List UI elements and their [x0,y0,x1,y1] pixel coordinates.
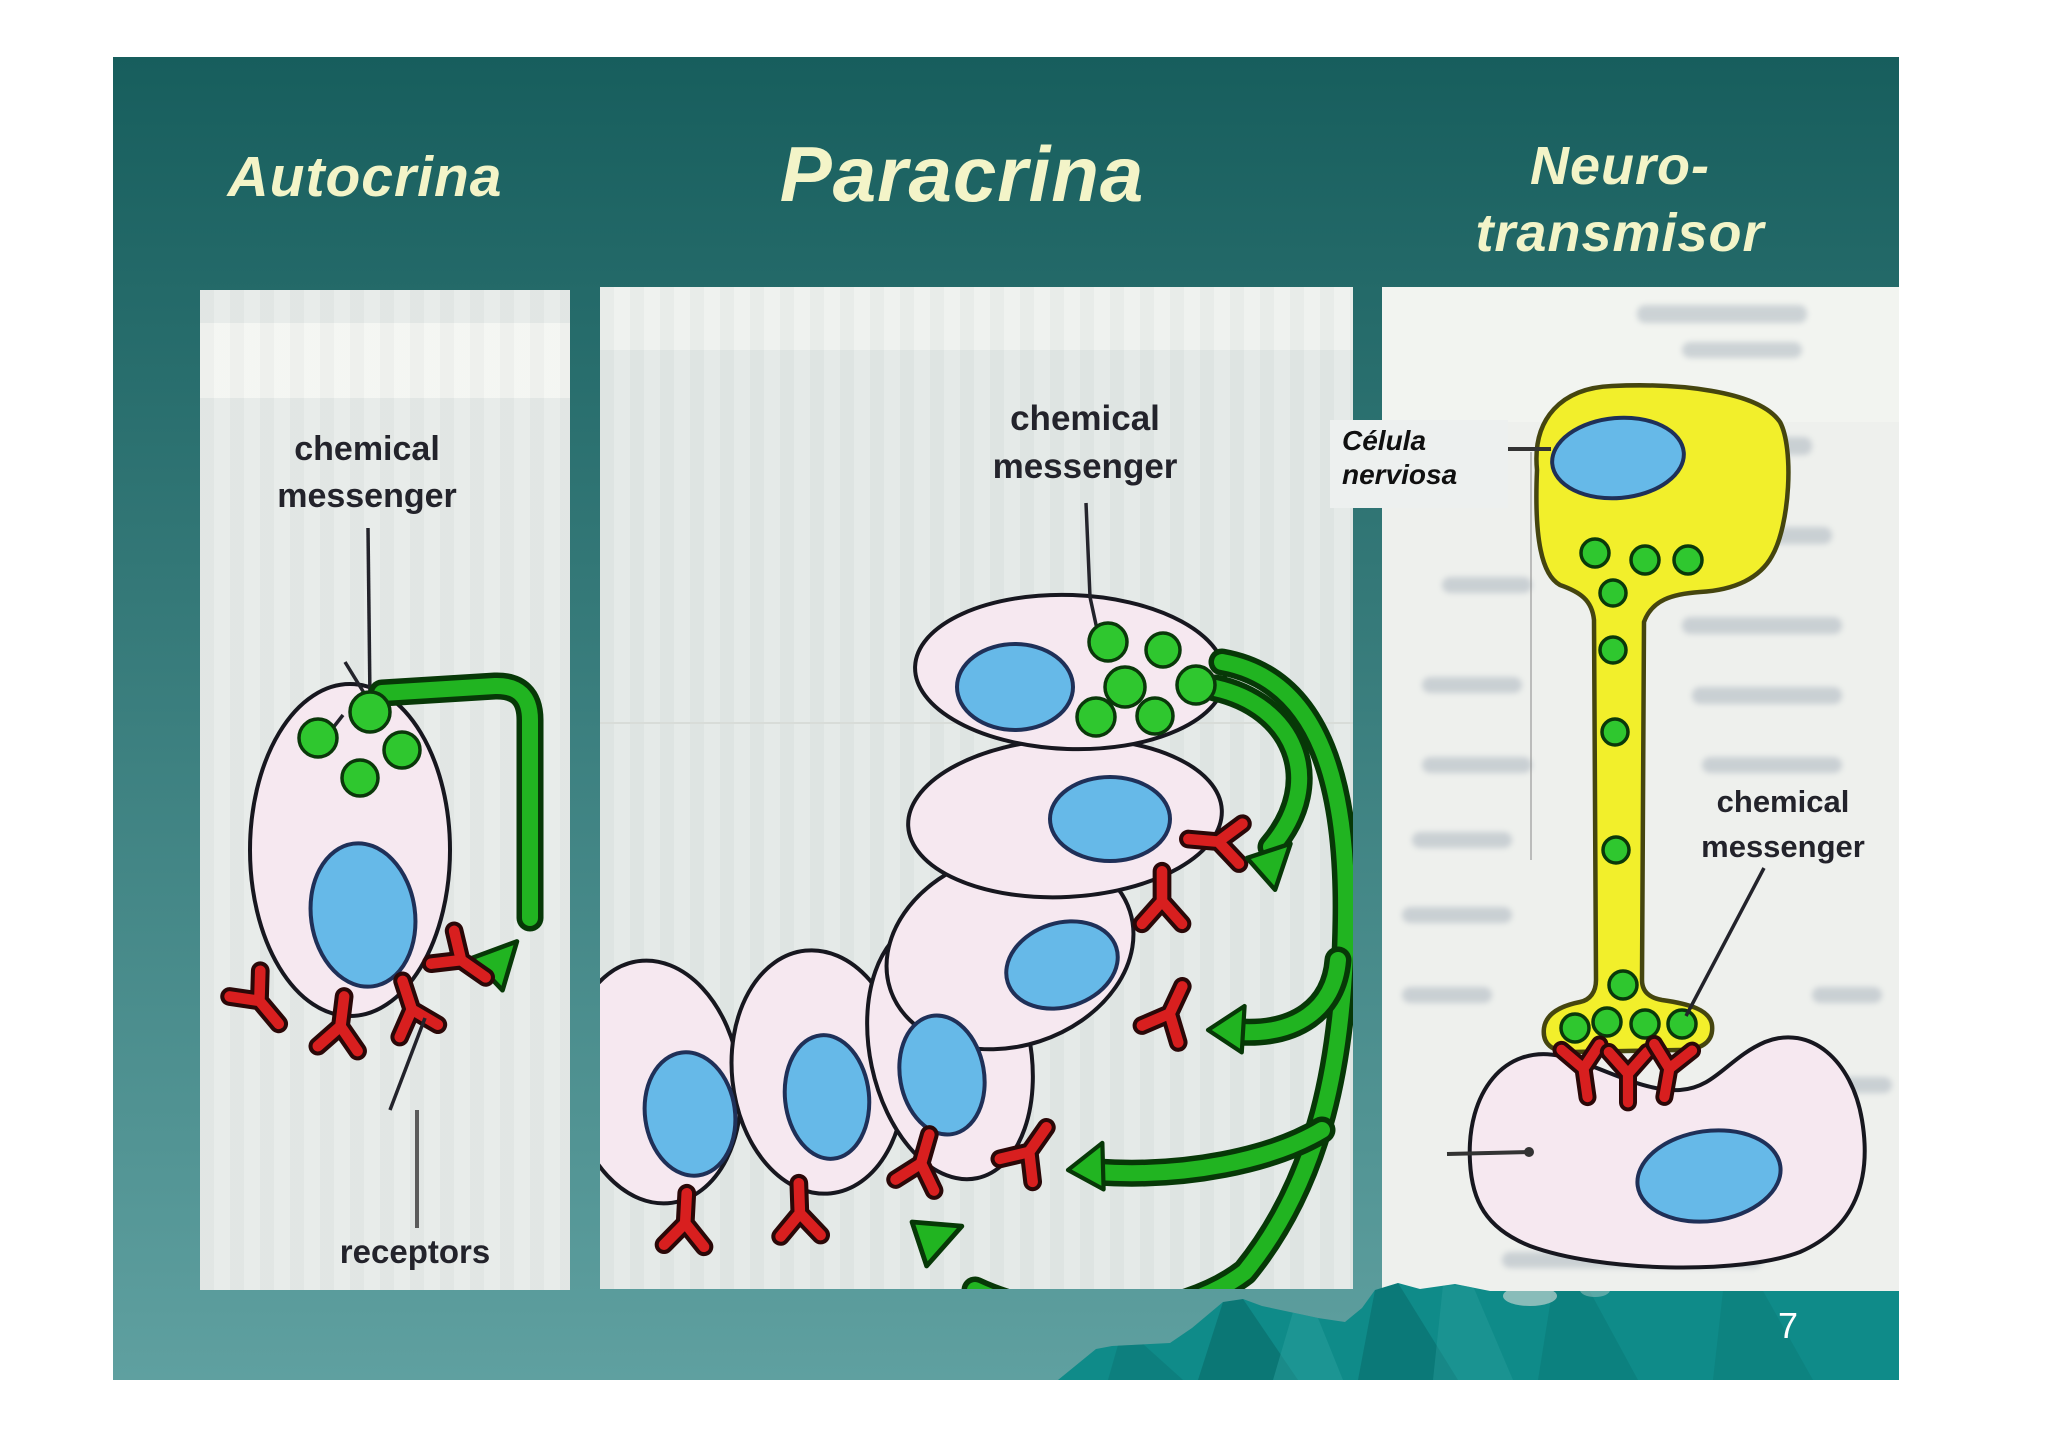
vesicle-icon [1598,635,1628,665]
arrowhead-icon [1207,1006,1247,1054]
panel-autocrine: chemical messenger receptors [200,290,570,1290]
annotation-pointer-line [1508,447,1551,451]
vesicle-icon [1666,1008,1698,1040]
title-neuro-line1: Neuro- [1530,136,1710,196]
chemical-messenger-label: chemical messenger [200,426,534,520]
title-neuro-line2: transmisor [1475,203,1765,263]
autocrine-diagram [200,527,544,1228]
neurotransmitter-diagram [1402,305,1892,1270]
vesicle-icon [1144,631,1182,669]
pointer-dot [1524,1147,1534,1157]
scan-highlight-strip [600,287,1353,350]
vesicle-icon [1579,537,1611,569]
receptors-label: receptors [339,1233,491,1270]
vesicle-icon [340,758,380,798]
label-line: messenger [1701,829,1865,864]
paracrine-arrows [961,648,1353,1289]
vesicle-icon [382,730,422,770]
nucleus [642,1050,738,1178]
nucleus [1635,1128,1783,1224]
vesicle-icon [1598,578,1628,608]
label-pointer-line [366,527,372,701]
chemical-messenger-label: chemical messenger [1633,779,1933,869]
nucleus [1550,415,1686,501]
label-line: messenger [992,447,1178,486]
chemical-messenger-label: chemical messenger [885,395,1285,491]
vesicle-icon [1672,544,1704,576]
annotation-line: Célula [1342,425,1427,456]
vesicle-icon [1103,665,1147,709]
vesicle-icon [1135,696,1175,736]
arrowhead-icon [1065,1143,1109,1194]
vesicle-icon [1087,621,1129,663]
label-line: chemical [294,430,440,468]
label-pointer-line [1684,867,1766,1017]
vesicle-icon [297,717,339,759]
slide: Autocrina Paracrina Neuro- transmisor [113,57,1899,1380]
vesicle-icon [1607,969,1639,1001]
receptors-pointer-line [388,1017,427,1111]
label-line: chemical [1010,399,1160,438]
nerve-cell-annotation: Célula nerviosa [1330,420,1508,508]
label-line: chemical [1716,784,1850,819]
autocrine-loop-arrow [368,672,544,991]
nucleus [1004,919,1120,1011]
paracrine-diagram [600,502,1353,1289]
wave-facets [1108,1283,1813,1380]
vesicle-icon [348,690,392,734]
page-number: 7 [1777,1305,1799,1346]
scan-ghost-text [1402,305,1892,1268]
vesicle-icon [1629,1008,1661,1040]
receptor-icon [1142,978,1200,1042]
target-cell-pointer-line [1446,1150,1530,1156]
vesicle-icon [1600,717,1630,747]
panel-paracrine: chemical messenger [600,287,1353,1289]
scan-highlight-strip [200,323,570,398]
title-paracrine: Paracrina [779,130,1145,218]
vesicle-icon [1591,1006,1623,1038]
nucleus [308,841,418,989]
vesicle-icon [1175,664,1217,706]
vesicle-icon [1559,1012,1591,1044]
vesicle-icon [1601,835,1631,865]
vesicle-icon [1629,544,1661,576]
title-neurotransmitter: Neuro- transmisor [1420,133,1820,267]
vesicle-icon [1075,696,1117,738]
annotation-line: nerviosa [1342,459,1458,490]
decorative-wave [1058,1283,1899,1380]
wave-shape [1058,1283,1899,1380]
receptor-icon [230,971,294,1037]
nucleus [897,1013,987,1137]
nucleus [955,642,1075,732]
title-autocrine: Autocrina [227,145,503,209]
label-line: messenger [277,477,457,515]
nucleus [1048,775,1172,863]
nucleus [782,1033,872,1161]
